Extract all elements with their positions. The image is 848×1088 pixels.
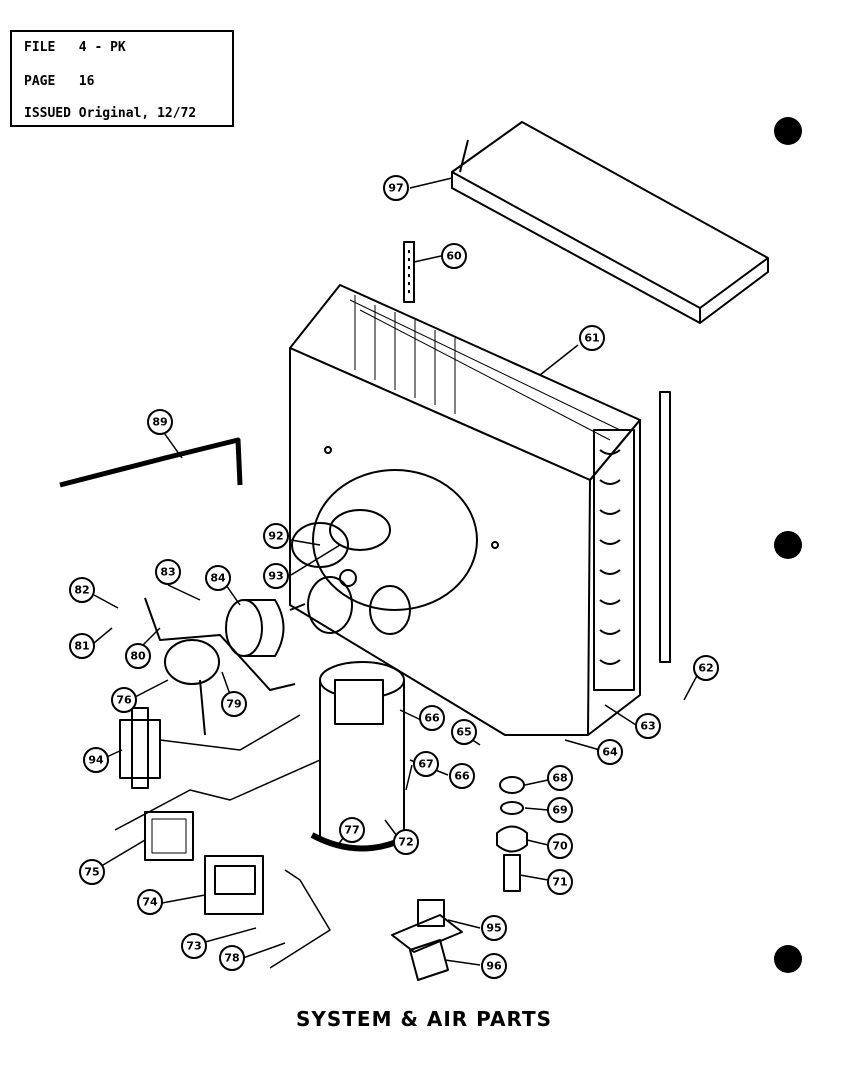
file-value: 4 - PK xyxy=(78,40,126,55)
callout-64: 64 xyxy=(597,739,623,765)
fan-motor xyxy=(225,599,306,657)
side-strip xyxy=(659,391,671,663)
file-row: FILE 4 - PK xyxy=(24,40,126,55)
callout-89: 89 xyxy=(147,409,173,435)
compressor-mount-parts xyxy=(496,776,528,892)
condenser-grille xyxy=(354,295,456,414)
motor-mount xyxy=(144,597,296,736)
callout-81: 81 xyxy=(69,633,95,659)
callout-75: 75 xyxy=(79,859,105,885)
page-label: PAGE xyxy=(24,74,56,89)
callout-label: 83 xyxy=(160,566,175,579)
callout-label: 74 xyxy=(142,896,158,909)
callout-61: 61 xyxy=(579,325,605,351)
callout-label: 70 xyxy=(552,840,568,853)
callout-label: 66 xyxy=(424,712,440,725)
callout-77: 77 xyxy=(339,817,365,843)
callout-layer: 97 60 61 89 92 93 83 84 82 81 80 76 79 62 63 64 65 66 66 94… xyxy=(69,175,719,979)
callout-label: 78 xyxy=(224,952,239,965)
callout-68: 68 xyxy=(547,765,573,791)
callout-label: 92 xyxy=(268,530,283,543)
callout-label: 82 xyxy=(74,584,89,597)
callout-66: 66 xyxy=(419,705,445,731)
page-value: 16 xyxy=(78,74,95,89)
binder-hole xyxy=(774,945,802,973)
callout-label: 60 xyxy=(446,250,462,263)
issued-row: ISSUED Original, 12/72 xyxy=(24,106,196,121)
callout-label: 84 xyxy=(210,572,226,585)
file-label: FILE xyxy=(24,40,56,55)
top-cover-panel xyxy=(451,121,769,324)
compressor xyxy=(310,661,414,852)
callout-label: 95 xyxy=(486,922,501,935)
terminal-cover xyxy=(204,855,264,915)
callout-66: 66 xyxy=(449,763,475,789)
callout-label: 94 xyxy=(88,754,104,767)
callout-73: 73 xyxy=(181,933,207,959)
callout-label: 75 xyxy=(84,866,99,879)
condenser-housing xyxy=(289,284,641,736)
callout-label: 64 xyxy=(602,746,618,759)
capacitor xyxy=(119,707,161,789)
callout-label: 81 xyxy=(74,640,89,653)
callout-70: 70 xyxy=(547,833,573,859)
binder-hole xyxy=(774,531,802,559)
callout-label: 69 xyxy=(552,804,567,817)
callout-label: 71 xyxy=(552,876,567,889)
file-info-box: FILE 4 - PK PAGE 16 ISSUED Original, 12/… xyxy=(10,30,234,127)
callout-label: 77 xyxy=(344,824,359,837)
callout-63: 63 xyxy=(635,713,661,739)
callout-label: 67 xyxy=(418,758,433,771)
fan-blade xyxy=(291,509,411,635)
callout-label: 80 xyxy=(130,650,146,663)
tube xyxy=(59,437,243,488)
callout-label: 93 xyxy=(268,570,283,583)
callout-83: 83 xyxy=(155,559,181,585)
callout-label: 68 xyxy=(552,772,567,785)
callout-67: 67 xyxy=(413,751,439,777)
callout-96: 96 xyxy=(481,953,507,979)
page-row: PAGE 16 xyxy=(24,74,94,89)
binder-hole xyxy=(774,117,802,145)
callout-84: 84 xyxy=(205,565,231,591)
bracket-strip xyxy=(403,241,415,303)
callout-label: 73 xyxy=(186,940,201,953)
callout-62: 62 xyxy=(693,655,719,681)
callout-74: 74 xyxy=(137,889,163,915)
callout-60: 60 xyxy=(441,243,467,269)
callout-label: 72 xyxy=(398,836,413,849)
callout-label: 79 xyxy=(226,698,241,711)
callout-label: 96 xyxy=(486,960,502,973)
diagram-title: SYSTEM & AIR PARTS xyxy=(296,1007,552,1031)
callout-95: 95 xyxy=(481,915,507,941)
callout-78: 78 xyxy=(219,945,245,971)
callout-label: 65 xyxy=(456,726,471,739)
issued-value: Original, 12/72 xyxy=(78,106,197,121)
callout-label: 97 xyxy=(388,182,403,195)
callout-76: 76 xyxy=(111,687,137,713)
issued-label: ISSUED xyxy=(24,106,71,121)
callout-92: 92 xyxy=(263,523,289,549)
callout-97: 97 xyxy=(383,175,409,201)
callout-label: 63 xyxy=(640,720,655,733)
callout-72: 72 xyxy=(393,829,419,855)
callout-71: 71 xyxy=(547,869,573,895)
callout-94: 94 xyxy=(83,747,109,773)
callout-label: 76 xyxy=(116,694,132,707)
gasket xyxy=(144,811,194,861)
callout-80: 80 xyxy=(125,643,151,669)
callout-label: 89 xyxy=(152,416,167,429)
callout-82: 82 xyxy=(69,577,95,603)
callout-79: 79 xyxy=(221,691,247,717)
callout-93: 93 xyxy=(263,563,289,589)
callout-label: 61 xyxy=(584,332,599,345)
callout-label: 62 xyxy=(698,662,713,675)
callout-label: 66 xyxy=(454,770,470,783)
coil-tubes xyxy=(593,429,635,691)
callout-65: 65 xyxy=(451,719,477,745)
relay-bracket xyxy=(391,899,463,981)
callout-69: 69 xyxy=(547,797,573,823)
